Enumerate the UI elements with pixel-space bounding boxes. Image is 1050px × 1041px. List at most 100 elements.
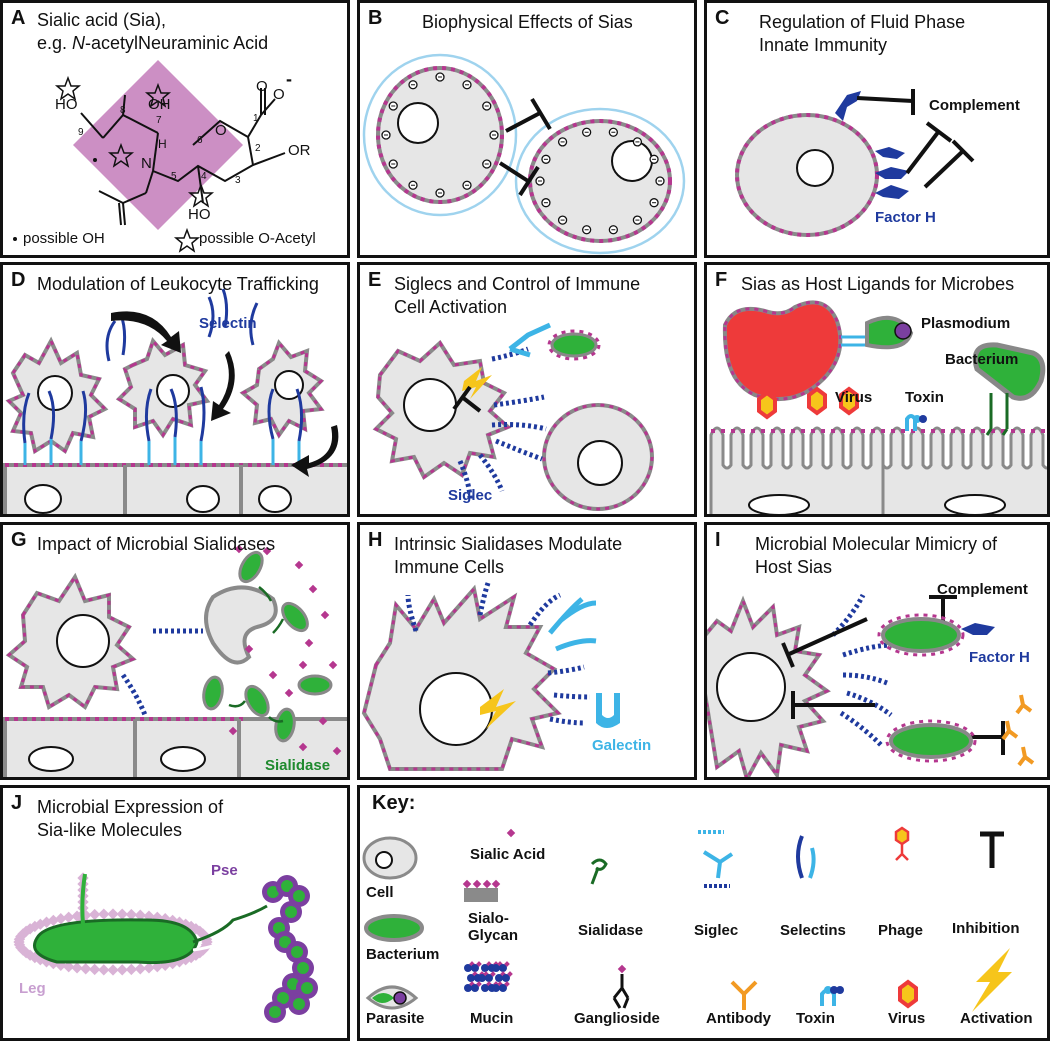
- siglecs: [831, 593, 894, 747]
- ring-oxygen: O: [215, 122, 227, 139]
- acetyl-legend: possible O-Acetyl: [199, 230, 316, 247]
- key-bacterium-icon: [364, 914, 424, 942]
- carbon-6: 6: [197, 135, 203, 146]
- antibodies: [1001, 694, 1035, 767]
- carbon-2: 2: [255, 143, 261, 154]
- key-sialic-acid-icon: [506, 828, 516, 838]
- o-acetyl-markers: [54, 75, 215, 253]
- panel-c: C Regulation of Fluid Phase Innate Immun…: [704, 0, 1050, 258]
- key-selectins-label: Selectins: [780, 922, 846, 939]
- bacteria: [202, 550, 333, 743]
- plasmodium-nucleus: [894, 322, 912, 340]
- factor-h-label: Factor H: [875, 209, 936, 226]
- sialic-acid-structure: O O O - OR HO N H OH HO 1 2 3 4 5 6 7 8 …: [13, 60, 311, 253]
- key-sialoglycan-label: Sialo- Glycan: [468, 910, 518, 944]
- inhibition-symbols: [781, 595, 1005, 755]
- panel-title: Siglecs and Control of Immune Cell Activ…: [394, 273, 640, 319]
- carbon-4: 4: [201, 171, 207, 182]
- key-panel: Key: Cell Sialic Acid Bacterium Sialo- G…: [357, 785, 1050, 1041]
- siglec-activating: [508, 322, 552, 358]
- epithelial-nucleus: [944, 494, 1006, 514]
- key-phage-label: Phage: [878, 922, 924, 939]
- carbon-8: 8: [120, 105, 126, 116]
- carboxyl-oxygen: O: [256, 78, 268, 95]
- title-line-1: Siglecs and Control of Immune: [394, 274, 641, 294]
- key-sialic-acid-label: Sialic Acid: [470, 846, 546, 863]
- nucleus: [397, 102, 439, 144]
- nucleus: [796, 149, 834, 187]
- key-sialidase-label: Sialidase: [578, 922, 644, 939]
- panel-title: Modulation of Leukocyte Trafficking: [37, 274, 319, 294]
- panel-e: E Siglecs and Control of Immune Cell Act…: [357, 262, 697, 517]
- nucleus: [611, 140, 653, 182]
- virus-label: Virus: [835, 389, 873, 406]
- negative-charge: -: [286, 69, 292, 89]
- title-suffix: -acetylNeuraminic Acid: [85, 33, 269, 53]
- endothelial-nucleus: [24, 484, 62, 514]
- factor-h: [961, 623, 995, 635]
- hydration-halo: [514, 107, 686, 255]
- galectin-label: Galectin: [592, 737, 652, 754]
- amide-nitrogen: N: [141, 155, 152, 172]
- carbon-7: 7: [156, 115, 162, 126]
- toxin: [905, 414, 927, 431]
- plasmodium-ligand: [841, 335, 867, 347]
- inhibition-symbols: [498, 97, 552, 197]
- key-inhibition-icon: [980, 831, 1004, 868]
- panel-letter: C: [715, 7, 730, 29]
- key-mucin-label: Mucin: [470, 1010, 514, 1027]
- title-line-1: Microbial Expression of: [37, 797, 224, 817]
- key-toxin-icon: [820, 986, 844, 1006]
- leg-label: Leg: [19, 980, 46, 997]
- pseudaminic-coat: [262, 875, 318, 1023]
- key-sialoglycan-line-1: Sialo-: [468, 910, 509, 927]
- key-virus-icon: [898, 979, 918, 1009]
- oh-marker: [93, 158, 97, 162]
- epithelial-nucleus: [748, 494, 810, 514]
- complement-label: Complement: [929, 97, 1020, 114]
- key-sialoglycan-icon: [464, 888, 498, 902]
- selectins: [22, 288, 304, 444]
- panel-title: Microbial Molecular Mimicry of Host Sias: [755, 533, 997, 579]
- key-ganglioside-icon: [612, 964, 630, 1009]
- siglecs: [120, 628, 203, 716]
- oh-legend: possible OH: [23, 230, 105, 247]
- panel-f: F Sias as Host Ligands for Microbes Plas…: [704, 262, 1050, 517]
- or-group: OR: [288, 142, 311, 159]
- panel-title: Regulation of Fluid Phase Innate Immunit…: [759, 11, 965, 57]
- factor-h-molecules: [835, 91, 909, 199]
- panel-letter: F: [715, 269, 728, 291]
- key-toxin-label: Toxin: [796, 1010, 835, 1027]
- factor-h-label: Factor H: [969, 649, 1030, 666]
- selectin-label: Selectin: [199, 315, 257, 332]
- leukocytes: [5, 336, 325, 455]
- carbon-9: 9: [78, 127, 84, 138]
- panel-title: Intrinsic Sialidases Modulate Immune Cel…: [394, 533, 622, 579]
- hydroxyl-c7: OH: [148, 96, 171, 113]
- panel-title: Microbial Expression of Sia-like Molecul…: [37, 796, 223, 842]
- key-phage-icon: [894, 826, 910, 861]
- title-line-1: Intrinsic Sialidases Modulate: [394, 534, 623, 554]
- siglec-label: Siglec: [448, 487, 493, 504]
- siglecs: [405, 582, 591, 726]
- title-prefix: e.g.: [37, 33, 73, 53]
- key-sialoglycan-line-2: Glycan: [468, 927, 519, 944]
- oh-legend-dot: [13, 237, 17, 241]
- complement-label: Complement: [937, 581, 1028, 598]
- key-activation-icon: [972, 948, 1012, 1012]
- carbon-5: 5: [171, 171, 177, 182]
- panel-title: Impact of Microbial Sialidases: [37, 534, 276, 554]
- endothelial-nucleus: [186, 485, 220, 513]
- panel-i: I Microbial Molecular Mimicry of Host Si…: [704, 522, 1050, 780]
- siglecs: [457, 346, 547, 500]
- bacterium: [972, 342, 1046, 401]
- key-bacterium-label: Bacterium: [366, 946, 440, 963]
- key-cell-label: Cell: [366, 884, 394, 901]
- mimicking-bacterium: [889, 723, 973, 759]
- rolling-arrows: [111, 311, 339, 477]
- key-mucin-icon: [464, 961, 513, 992]
- title-line-2: Host Sias: [755, 557, 833, 577]
- key-ganglioside-label: Ganglioside: [574, 1010, 660, 1027]
- panel-title: Biophysical Effects of Sias: [422, 12, 633, 32]
- title-line-2: Sia-like Molecules: [37, 820, 183, 840]
